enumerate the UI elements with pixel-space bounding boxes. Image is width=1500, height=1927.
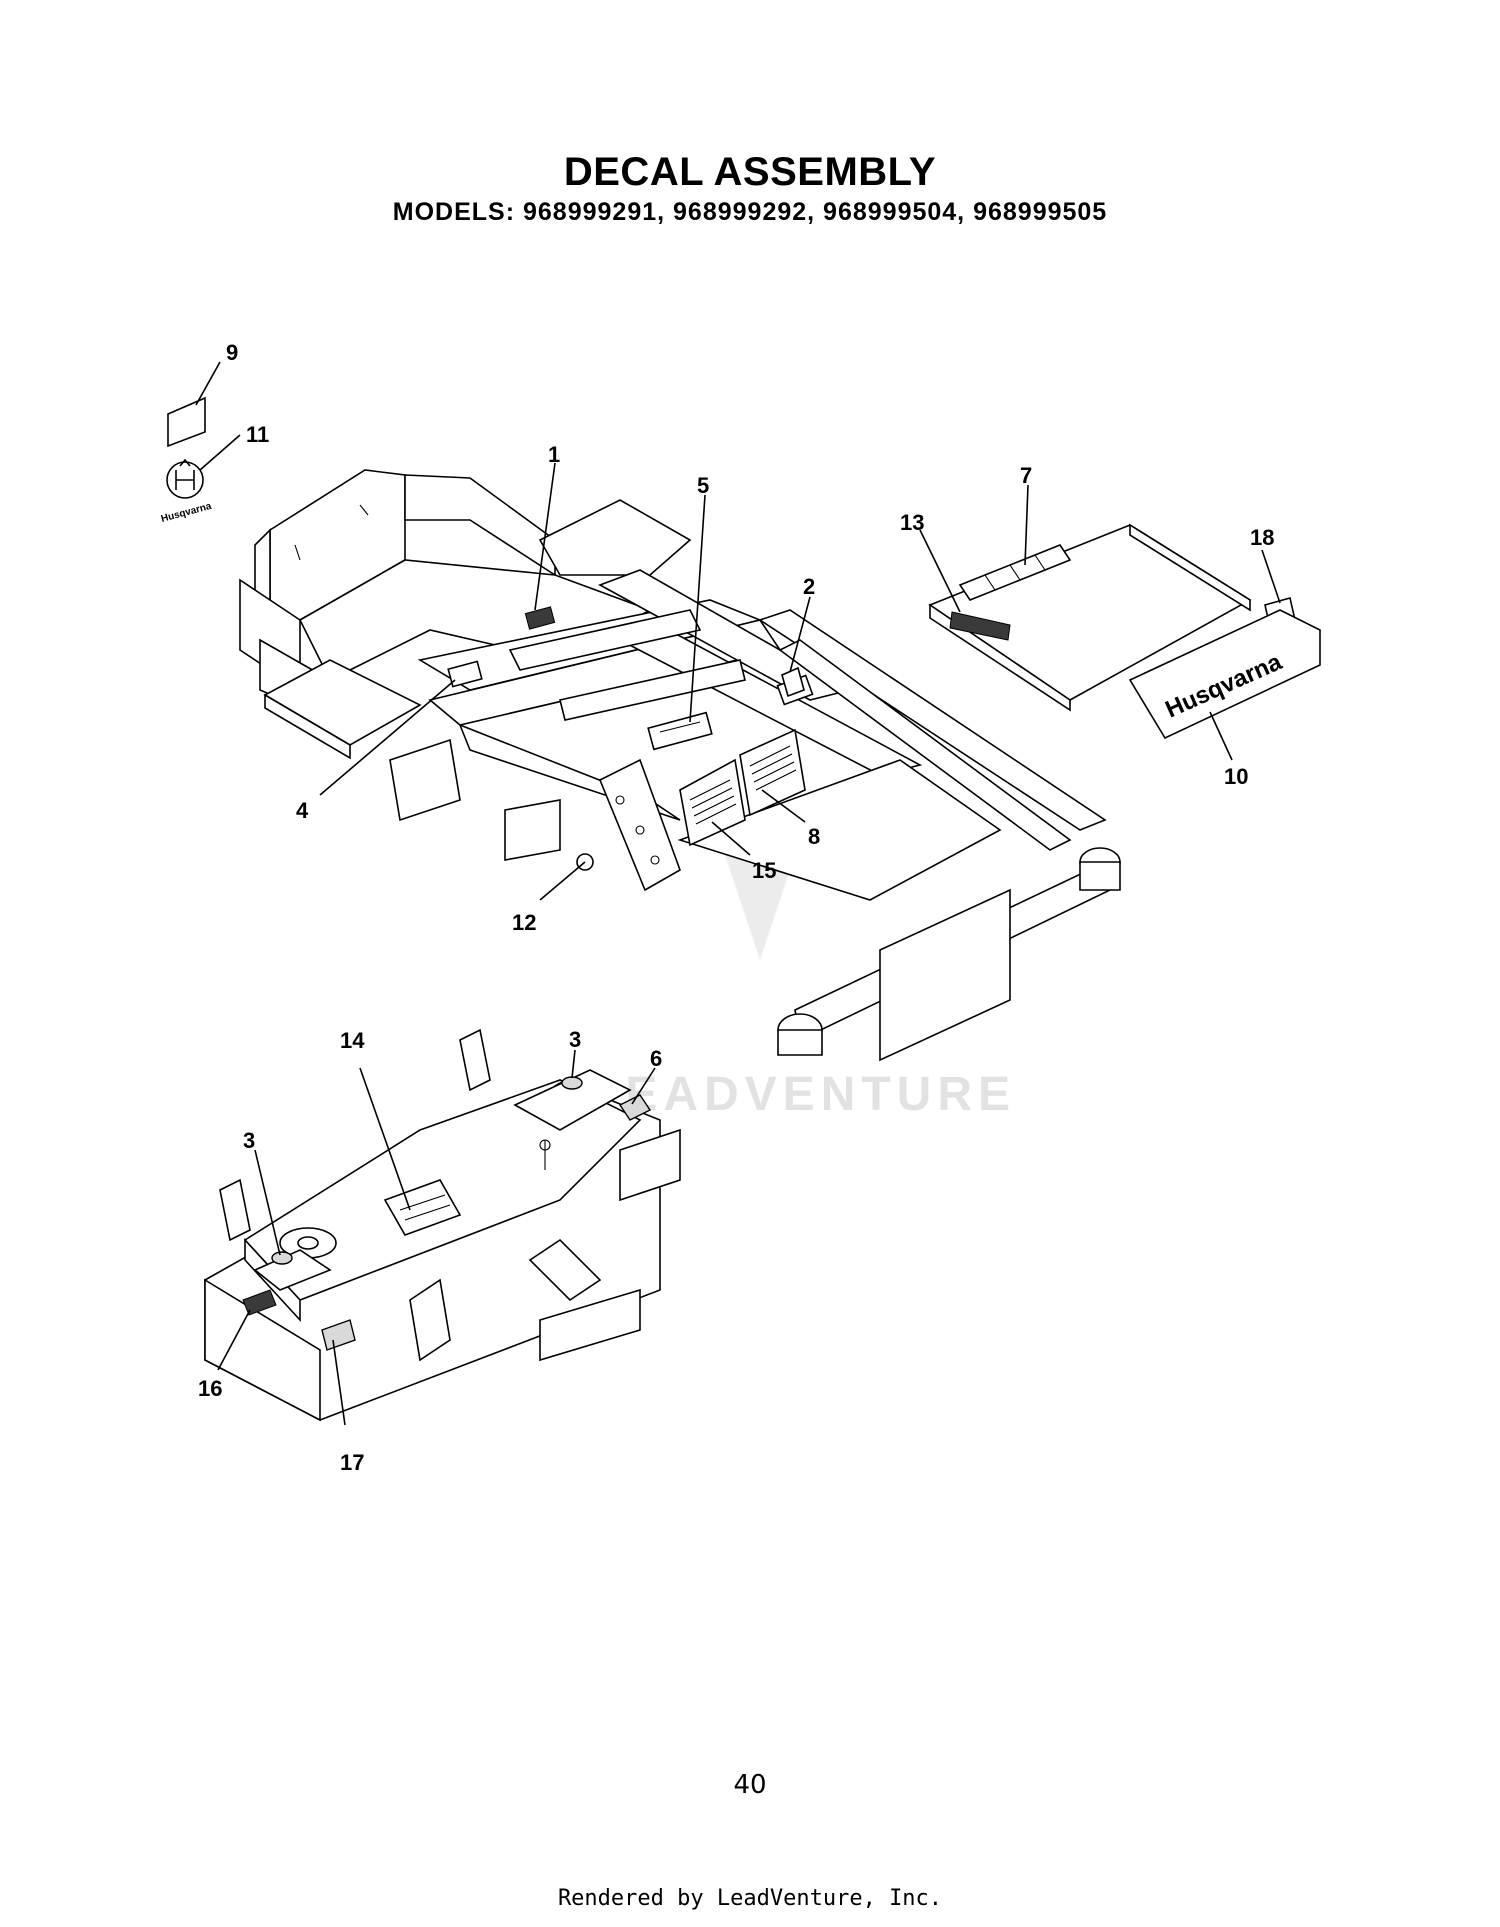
- hood-assembly: Husqvarna: [928, 523, 1321, 740]
- callout-item-11: 11: [246, 422, 269, 447]
- callout-item-18: 18: [1250, 525, 1274, 550]
- callout-item-7: 7: [1020, 463, 1032, 488]
- callout-item-12: 12: [512, 910, 536, 935]
- callout-item-10: 10: [1224, 764, 1248, 789]
- page-number: 40: [733, 1770, 767, 1800]
- callout-item-2: 2: [803, 574, 815, 599]
- mower-deck: [204, 1028, 681, 1422]
- models-subtitle: MODELS: 968999291, 968999292, 968999504,…: [392, 198, 1108, 226]
- svg-text:Husqvarna: Husqvarna: [160, 501, 213, 525]
- husqvarna-crown-decal-11: Husqvarna: [160, 458, 213, 525]
- callout-item-14: 14: [340, 1028, 365, 1053]
- decal-9: [167, 396, 206, 448]
- page-title: DECAL ASSEMBLY: [563, 150, 937, 194]
- callout-item-16: 16: [198, 1376, 222, 1401]
- callout-item-13: 13: [900, 510, 924, 535]
- callout-item-15: 15: [752, 858, 776, 883]
- callout-item-5: 5: [697, 473, 709, 498]
- callout-item-17: 17: [340, 1450, 364, 1475]
- watermark-text: LEADVENTURE: [590, 1068, 1016, 1121]
- callout-item-3-lower: 3: [243, 1128, 255, 1153]
- callout-item-4: 4: [296, 798, 309, 823]
- callouts: 4 1 2 3 3 4 5 6 7 8 9 10 11 12 13 14 15 …: [198, 340, 1274, 1475]
- footer-credit: Rendered by LeadVenture, Inc.: [557, 1886, 943, 1911]
- callout-item-6: 6: [650, 1046, 662, 1071]
- callout-item-3-upper: 3: [569, 1027, 581, 1052]
- callout-item-8: 8: [808, 824, 820, 849]
- callout-item-1: 1: [548, 442, 560, 467]
- tractor-frame: [239, 469, 1121, 1062]
- callout-item-9: 9: [226, 340, 238, 365]
- leader-lines: [195, 361, 1281, 1426]
